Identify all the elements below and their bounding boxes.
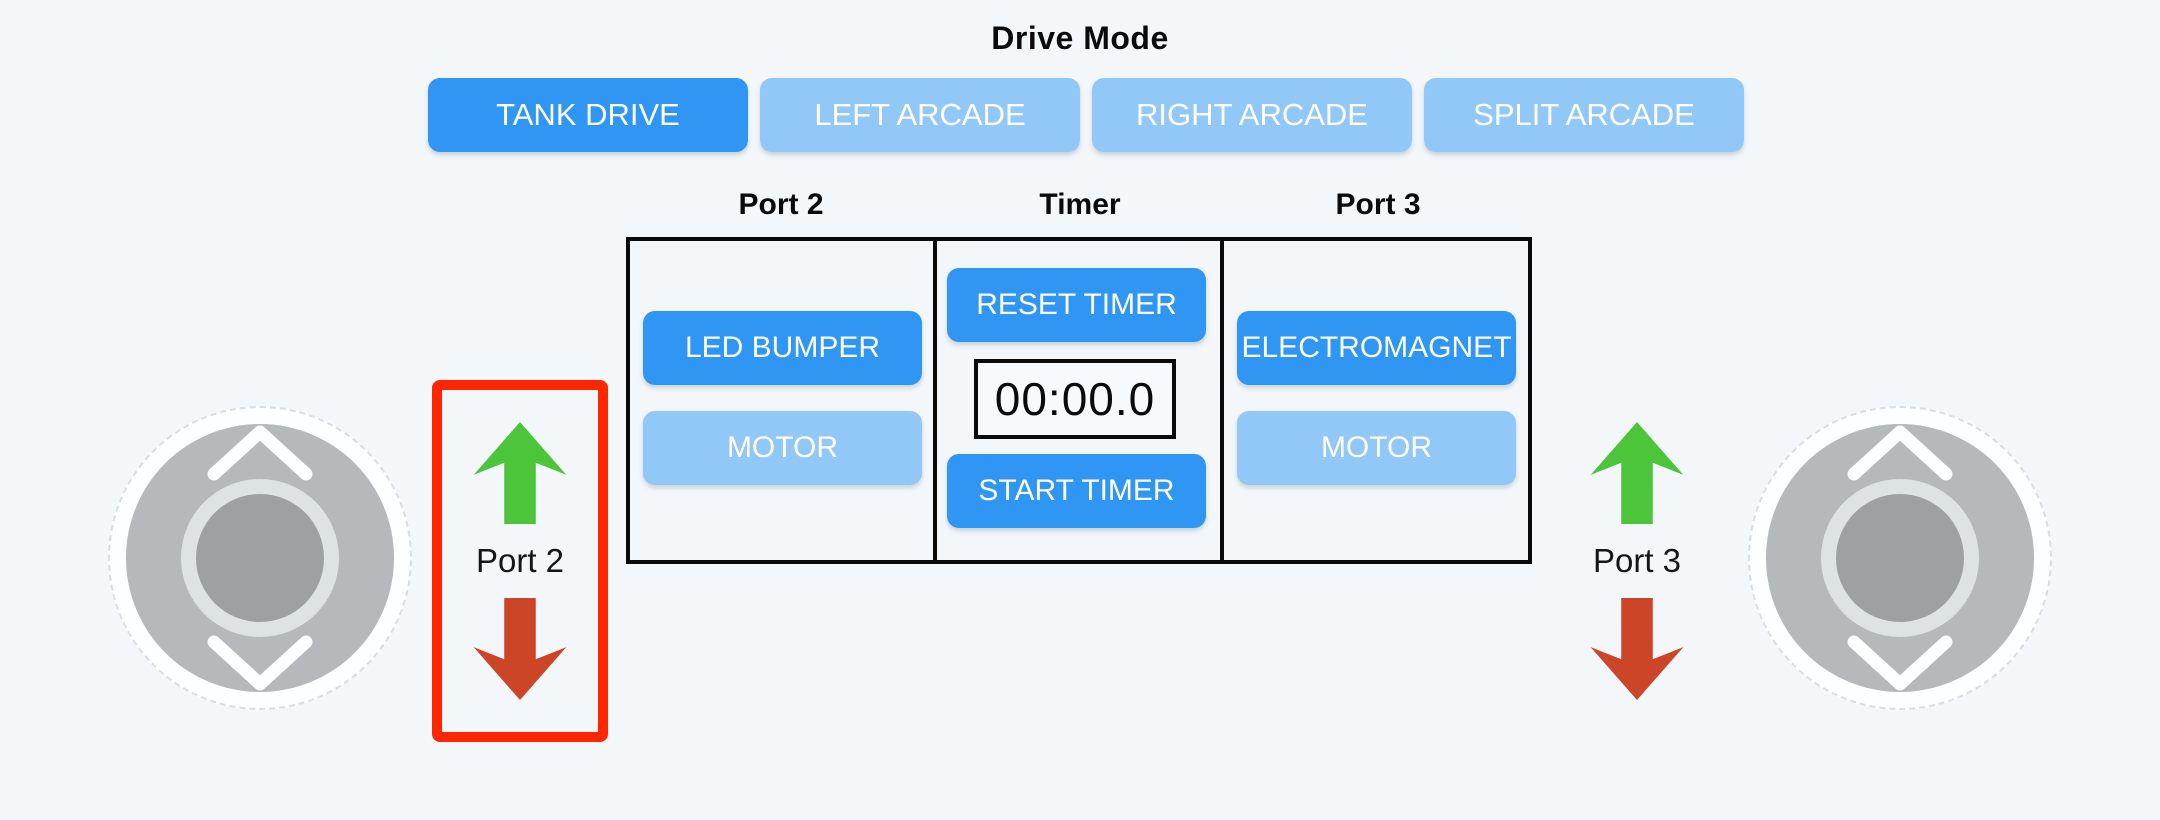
split-arcade-button[interactable]: SPLIT ARCADE — [1424, 78, 1744, 152]
drive-mode-button-group: TANK DRIVE LEFT ARCADE RIGHT ARCADE SPLI… — [428, 78, 1744, 152]
right-arcade-button[interactable]: RIGHT ARCADE — [1092, 78, 1412, 152]
port2-direction-group[interactable]: Port 2 — [432, 380, 608, 742]
electromagnet-button[interactable]: ELECTROMAGNET — [1237, 311, 1516, 385]
right-joystick[interactable] — [1748, 406, 2052, 710]
tank-drive-button[interactable]: TANK DRIVE — [428, 78, 748, 152]
port3-direction-group[interactable]: Port 3 — [1549, 380, 1725, 742]
chevron-down-icon — [1847, 635, 1953, 691]
port3-column-header: Port 3 — [1335, 188, 1421, 221]
port3-label: Port 3 — [1592, 542, 1682, 579]
port2-cell: LED BUMPER MOTOR — [630, 241, 937, 560]
control-panel: LED BUMPER MOTOR RESET TIMER 00:00.0 STA… — [626, 237, 1532, 564]
port2-motor-button[interactable]: MOTOR — [643, 411, 922, 485]
port3-cell: ELECTROMAGNET MOTOR — [1224, 241, 1528, 560]
reset-timer-button[interactable]: RESET TIMER — [947, 268, 1206, 342]
timer-cell: RESET TIMER 00:00.0 START TIMER — [937, 241, 1224, 560]
left-arcade-button[interactable]: LEFT ARCADE — [760, 78, 1080, 152]
start-timer-button[interactable]: START TIMER — [947, 454, 1206, 528]
joystick-knob[interactable] — [196, 494, 324, 622]
port3-motor-button[interactable]: MOTOR — [1237, 411, 1516, 485]
chevron-up-icon — [207, 425, 313, 481]
down-arrow-icon[interactable] — [1590, 598, 1684, 700]
down-arrow-icon[interactable] — [473, 598, 567, 700]
port2-label: Port 2 — [475, 542, 565, 579]
led-bumper-button[interactable]: LED BUMPER — [643, 311, 922, 385]
chevron-up-icon — [1847, 425, 1953, 481]
left-joystick-graphic — [126, 424, 394, 692]
drive-mode-title: Drive Mode — [991, 20, 1169, 56]
up-arrow-icon[interactable] — [1590, 422, 1684, 524]
port2-column-header: Port 2 — [738, 188, 824, 221]
timer-display: 00:00.0 — [974, 359, 1176, 439]
chevron-down-icon — [207, 635, 313, 691]
joystick-knob[interactable] — [1836, 494, 1964, 622]
up-arrow-icon[interactable] — [473, 422, 567, 524]
right-joystick-graphic — [1766, 424, 2034, 692]
timer-column-header: Timer — [1039, 188, 1121, 221]
left-joystick[interactable] — [108, 406, 412, 710]
